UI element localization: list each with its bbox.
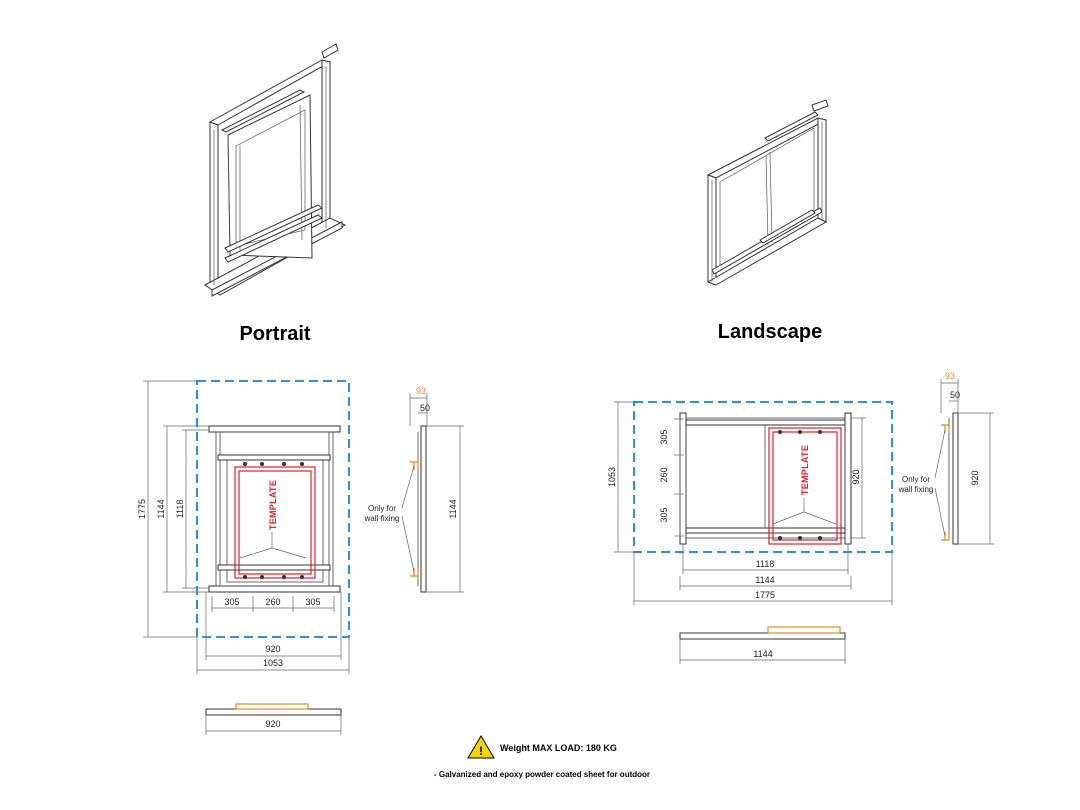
portrait-dim-side-height: 1144 <box>448 499 458 518</box>
landscape-dim-height-inner: 920 <box>851 469 861 484</box>
portrait-outer-outline <box>196 380 350 638</box>
landscape-bottom-view: 1144 <box>679 626 846 664</box>
landscape-dim-width-outer: 1775 <box>755 590 775 600</box>
landscape-dim-seg-c: 305 <box>659 507 669 522</box>
portrait-template-label: TEMPLATE <box>268 480 278 530</box>
landscape-wall-note-line1: Only for <box>902 475 930 484</box>
portrait-dim-seg-c: 305 <box>305 597 320 607</box>
coating-note-text: - Galvanized and epoxy powder coated she… <box>434 770 650 779</box>
portrait-wall-note-line1: Only for <box>368 504 396 513</box>
portrait-template-outline <box>234 466 316 579</box>
landscape-front-view: TEMPLATE 1053 305 260 305 920 1118 1144 <box>607 401 893 605</box>
landscape-side-view: 93 50 920 Only for wall fixing <box>898 371 994 545</box>
portrait-dim-height-mid: 1144 <box>156 499 166 518</box>
portrait-dim-seg-b: 260 <box>265 597 280 607</box>
portrait-dim-seg-a: 305 <box>224 597 239 607</box>
landscape-dim-height-outer: 1053 <box>607 467 617 487</box>
landscape-template-outline <box>768 427 842 545</box>
landscape-top-bracket <box>941 424 950 433</box>
landscape-dim-width-inner: 1118 <box>756 559 775 569</box>
landscape-template-label: TEMPLATE <box>800 445 810 495</box>
portrait-dim-width-inner: 920 <box>265 644 280 654</box>
portrait-dim-side-total: 93 <box>416 386 426 396</box>
landscape-dim-side-depth: 50 <box>950 390 960 400</box>
portrait-isometric-view <box>204 43 347 297</box>
portrait-dim-side-depth: 50 <box>420 403 430 413</box>
portrait-dim-height-outer: 1775 <box>137 499 147 519</box>
portrait-side-view: 93 50 1144 Only for wall fixing <box>364 386 464 593</box>
landscape-isometric-view <box>706 99 829 286</box>
landscape-dim-side-height: 920 <box>970 470 980 485</box>
landscape-dim-seg-b: 260 <box>659 467 669 482</box>
landscape-dim-width-mid: 1144 <box>755 575 774 585</box>
portrait-wall-note-line2: wall fixing <box>364 514 400 523</box>
landscape-outer-outline <box>633 401 893 553</box>
portrait-dim-bottom-width: 920 <box>265 719 280 729</box>
warning-triangle-icon: ! <box>467 735 495 759</box>
weight-max-load-text: Weight MAX LOAD: 180 KG <box>500 743 617 753</box>
portrait-dim-height-inner: 1118 <box>175 500 185 519</box>
landscape-title: Landscape <box>718 321 822 343</box>
portrait-bottom-view: 920 <box>205 703 342 735</box>
landscape-dim-seg-a: 305 <box>659 429 669 444</box>
footer-weight: ! Weight MAX LOAD: 180 KG <box>467 735 617 759</box>
landscape-dim-bottom-width: 1144 <box>753 649 772 659</box>
landscape-wall-note-line2: wall fixing <box>898 485 934 494</box>
svg-text:!: ! <box>479 744 483 758</box>
portrait-dim-width-outer: 1053 <box>263 658 283 668</box>
landscape-dim-side-total: 93 <box>945 371 955 381</box>
portrait-front-view: TEMPLATE 1775 1144 1118 305 260 305 <box>137 380 350 674</box>
portrait-title: Portrait <box>239 323 310 345</box>
